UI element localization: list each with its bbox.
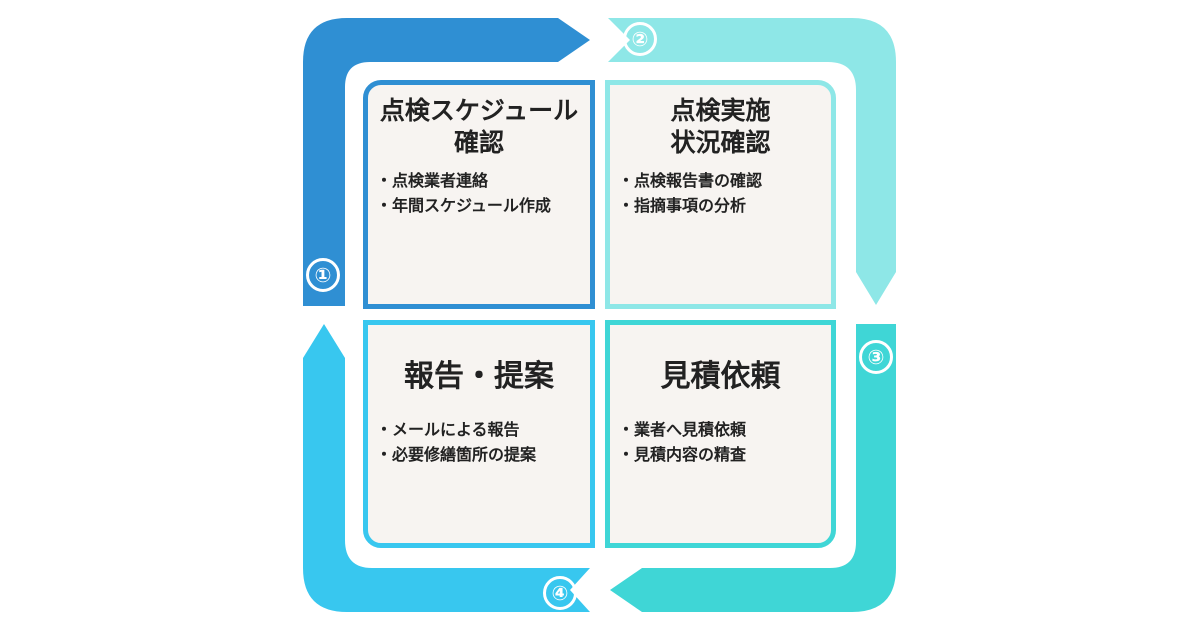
title-line: 状況確認 (670, 128, 771, 157)
task-item: 必要修繕箇所の提案 (376, 442, 586, 467)
title-line: 点検実施 (670, 96, 771, 125)
quadrant-estimate-request: 見積依頼 業者へ見積依頼 見積内容の精査 (605, 320, 836, 548)
quadrant-title: 見積依頼 (610, 359, 831, 395)
quadrant-title: 報告・提案 (368, 359, 590, 395)
task-item: 見積内容の精査 (618, 442, 827, 467)
task-list: メールによる報告 必要修繕箇所の提案 (376, 417, 586, 467)
quadrant-title: 点検実施 状況確認 (610, 95, 831, 159)
quadrant-report-proposal: 報告・提案 メールによる報告 必要修繕箇所の提案 (363, 320, 595, 548)
task-item: 点検業者連絡 (376, 168, 586, 193)
title-line: 確認 (453, 128, 504, 157)
step-number-2: ② (623, 22, 657, 56)
task-item: メールによる報告 (376, 417, 586, 442)
step-number-1: ① (306, 258, 340, 292)
task-list: 点検報告書の確認 指摘事項の分析 (618, 168, 827, 218)
task-item: 点検報告書の確認 (618, 168, 827, 193)
task-item: 年間スケジュール作成 (376, 193, 586, 218)
title-line: 報告・提案 (404, 359, 554, 394)
title-line: 点検スケジュール (379, 96, 579, 125)
quadrant-title: 点検スケジュール 確認 (368, 95, 590, 159)
title-line: 見積依頼 (660, 359, 781, 394)
task-item: 業者へ見積依頼 (618, 417, 827, 442)
quadrant-inspection-status: 点検実施 状況確認 点検報告書の確認 指摘事項の分析 (605, 80, 836, 309)
step-number-3: ③ (859, 340, 893, 374)
quadrant-schedule-check: 点検スケジュール 確認 点検業者連絡 年間スケジュール作成 (363, 80, 595, 309)
step-number-4: ④ (543, 576, 577, 610)
task-list: 業者へ見積依頼 見積内容の精査 (618, 417, 827, 467)
task-list: 点検業者連絡 年間スケジュール作成 (376, 168, 586, 218)
task-item: 指摘事項の分析 (618, 193, 827, 218)
